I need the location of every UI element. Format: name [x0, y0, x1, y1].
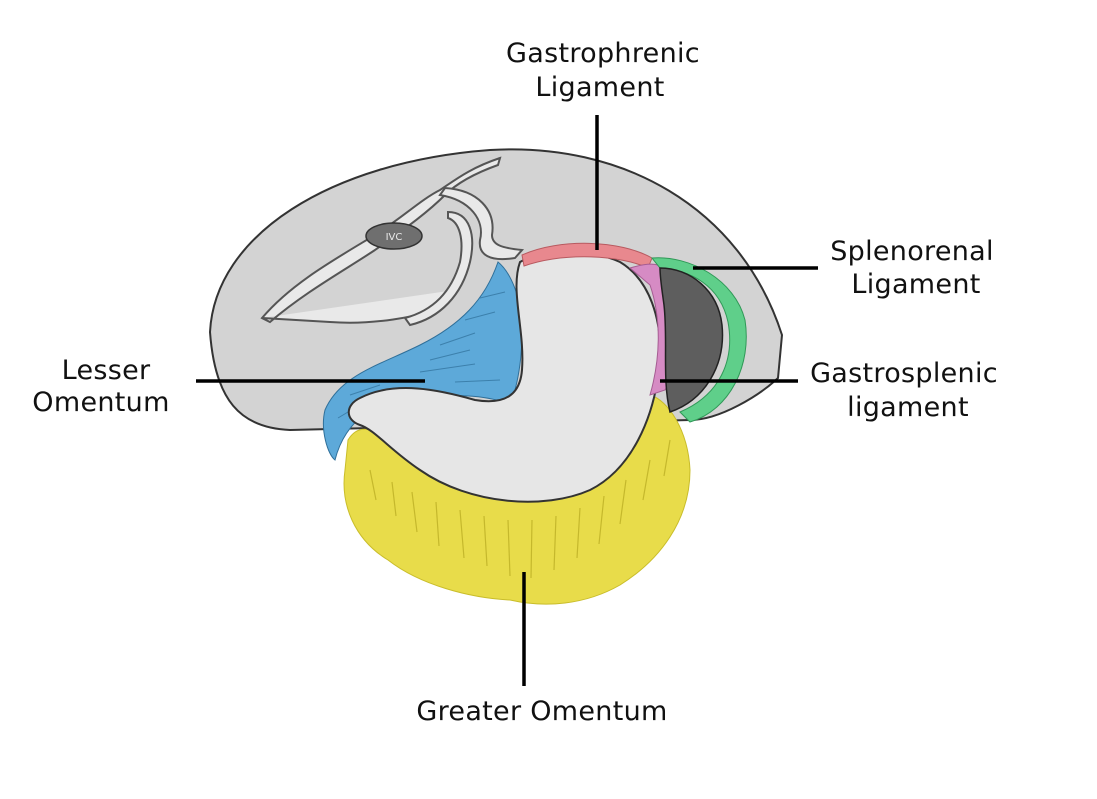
portal-structure	[438, 186, 525, 260]
splenorenal-label: Splenorenal Ligament	[830, 236, 994, 300]
gastrophrenic-label-line2: Ligament	[535, 72, 664, 103]
gastrophrenic-label: Gastrophrenic Ligament	[506, 38, 700, 103]
lesser-omentum-label: Lesser Omentum	[32, 355, 169, 418]
lesser-omentum-label-line1: Lesser	[62, 355, 151, 386]
splenorenal-label-line2: Ligament	[851, 269, 980, 300]
lesser-omentum-label-line2: Omentum	[32, 387, 169, 418]
gastrosplenic-label-line1: Gastrosplenic	[810, 358, 998, 389]
ivc-vessel	[365, 222, 423, 250]
gastrosplenic-label-line2: ligament	[847, 392, 969, 423]
ivc-label: IVC	[386, 232, 403, 243]
spleen	[659, 267, 724, 413]
stomach	[347, 251, 662, 503]
gastrosplenic-label: Gastrosplenic ligament	[810, 358, 998, 423]
greater-omentum-label: Greater Omentum	[416, 696, 667, 727]
gastrophrenic-label-line1: Gastrophrenic	[506, 38, 700, 69]
greater-omentum-texture	[369, 439, 671, 579]
caudate-outline	[403, 210, 474, 327]
splenorenal-label-line1: Splenorenal	[830, 236, 994, 267]
